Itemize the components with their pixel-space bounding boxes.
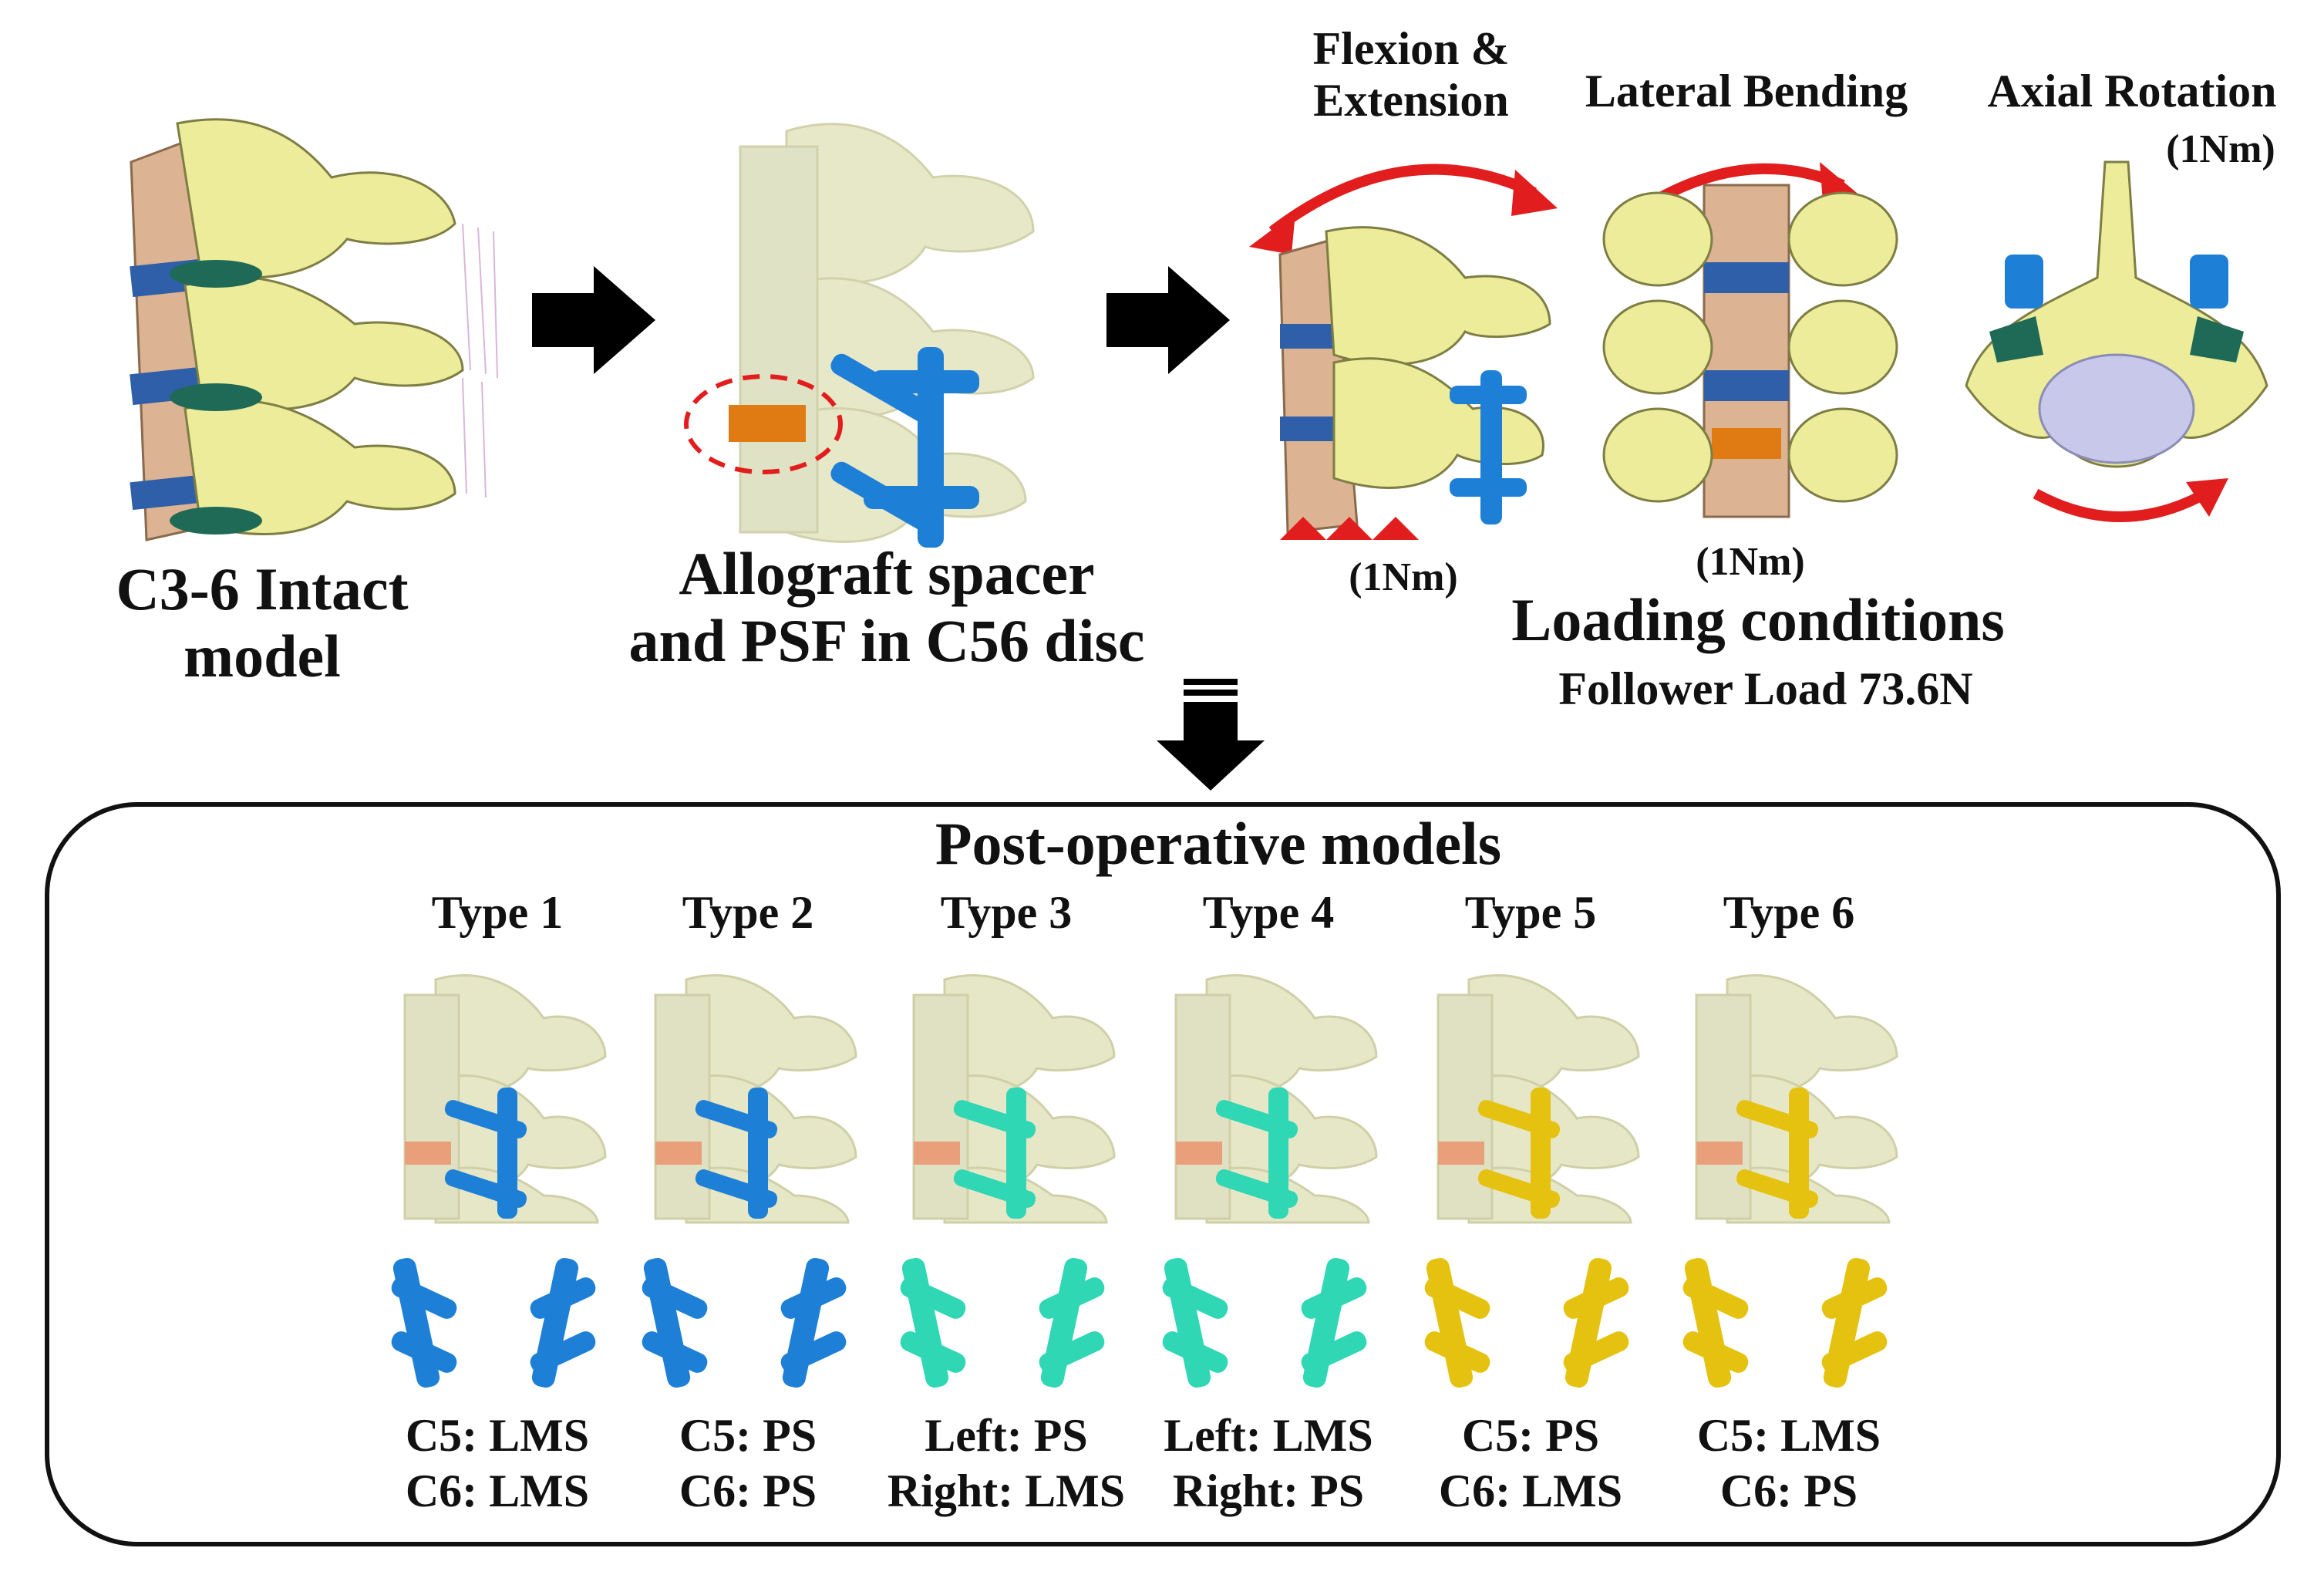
flexion-label-line1: Flexion & [1312,23,1510,74]
screw-config-line2: C6: PS [679,1465,817,1516]
fixed-base-triangles [1280,517,1419,540]
screw-config-line2: C6: PS [1719,1465,1858,1516]
screw-construct-detail [1424,1257,1629,1388]
type-model-thumbnail [912,974,1116,1224]
screw-config-line1: Left: PS [925,1410,1088,1461]
type-label: Type 5 [1464,887,1597,938]
intact-model-label-line1: C3-6 Intact [116,555,409,622]
lateral-vertebral-column [1703,184,1790,518]
surgery-model-label: Allograft spacer and PSF in C56 disc [586,540,1187,675]
flexion-figure [1249,164,1558,540]
screw-construct-detail [1682,1257,1888,1388]
spacer-highlight-circle [684,374,843,474]
flexion-label-line2: Extension [1313,75,1509,126]
flow-arrow-right-2 [1106,266,1230,374]
axial-vertebral-body [2038,353,2195,464]
surgery-model-figure [684,123,1035,548]
screw-config-line2: Right: PS [1172,1465,1365,1516]
axial-rotation-figure [1965,160,2268,522]
flexion-arrowhead-right [1511,170,1558,216]
lateral-moment-label: (1Nm) [1696,540,1805,584]
flexion-moment-label: (1Nm) [1349,555,1458,599]
surgery-model-label-line1: Allograft spacer [679,540,1095,607]
flow-arrow-down [1157,679,1265,791]
screw-construct-detail [642,1257,847,1388]
flexion-arrowhead-left [1249,212,1295,255]
screw-construct-detail [900,1257,1105,1388]
screw-config-line2: Right: LMS [887,1465,1126,1516]
ligament-lines [462,223,498,498]
type-label: Type 6 [1723,887,1855,938]
type-label: Type 1 [431,887,564,938]
screw-config-line1: C5: LMS [405,1410,590,1461]
post-operative-title: Post-operative models [935,810,1502,877]
ghost-vertebrae [739,123,1035,543]
axial-rotation-title: Axial Rotation [1987,66,2277,116]
loading-conditions-title: Loading conditions [1511,586,2005,653]
post-operative-panel [45,802,2281,1546]
axial-moment-label: (1Nm) [2166,127,2275,171]
screw-construct-detail [1162,1257,1367,1388]
screw-config-line1: C5: PS [679,1410,817,1461]
follower-load-label: Follower Load 73.6N [1558,663,1973,714]
type-model-thumbnail [1437,974,1640,1224]
intact-model-label-line2: model [184,622,341,690]
screw-config-line1: C5: PS [1461,1410,1600,1461]
axial-arrowhead [2186,478,2228,517]
ligament-patches [170,260,262,535]
axial-curved-arrow [2033,488,2208,522]
lateral-bending-title: Lateral Bending [1585,66,1908,116]
type-model-thumbnail [403,974,607,1224]
surgery-model-label-line2: and PSF in C56 disc [628,607,1145,675]
screw-config-line2: C6: LMS [1438,1465,1623,1516]
intact-model-label: C3-6 Intact model [46,555,478,690]
type-model-thumbnail [1695,974,1898,1224]
allograft-spacer [729,405,806,442]
posterior-elements [176,118,464,535]
screw-config-line1: Left: LMS [1164,1410,1373,1461]
flexion-posterior-elements [1325,226,1551,489]
screw-config-line2: C6: LMS [405,1465,590,1516]
axial-screw-heads [2005,255,2228,309]
lateral-bending-figure [1602,162,1898,518]
type-model-thumbnail [1174,974,1378,1224]
axial-vertebra [1965,160,2268,468]
flexion-curved-arrow [1268,164,1537,236]
lateral-facets [1602,191,1898,503]
lateral-spacer [1712,428,1781,459]
flexion-extension-label: Flexion & Extension [1280,23,1542,126]
type-model-thumbnail [654,974,857,1224]
type-label: Type 3 [940,887,1073,938]
screw-config-line1: C5: LMS [1696,1410,1881,1461]
intact-model-figure [130,118,498,541]
screw-construct [830,347,979,548]
flow-arrow-right-1 [532,266,655,374]
screw-construct-detail [391,1257,596,1388]
type-label: Type 2 [682,887,814,938]
type-label: Type 4 [1202,887,1335,938]
